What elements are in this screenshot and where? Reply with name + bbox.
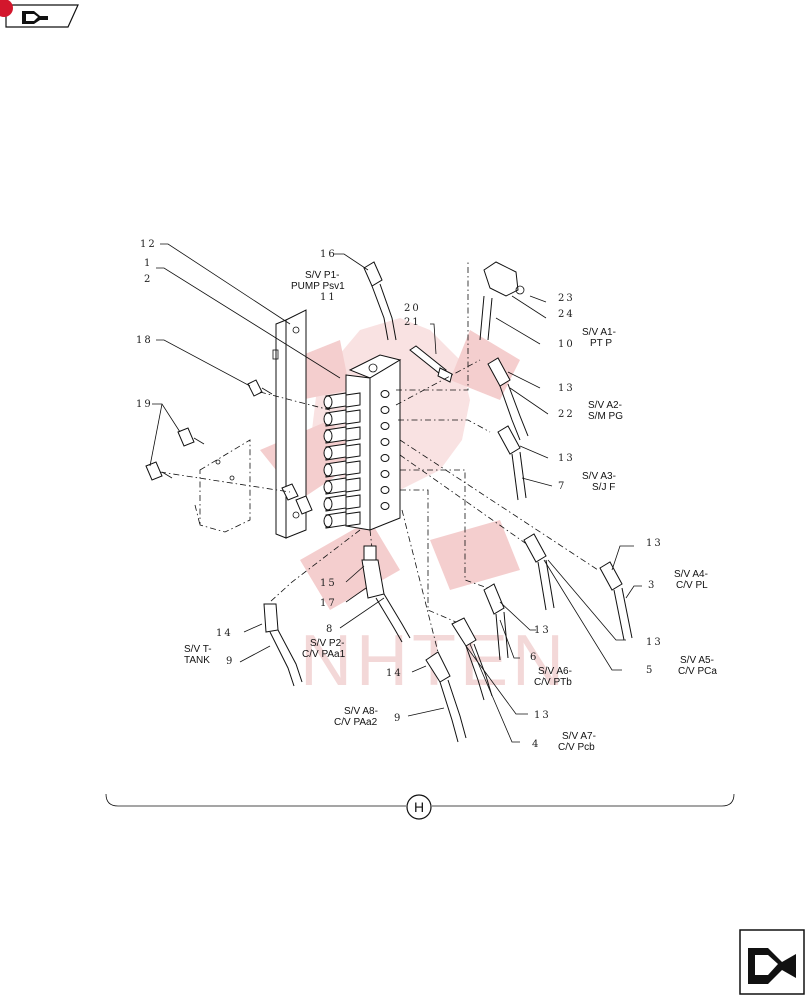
callout-23: 23 <box>558 293 575 304</box>
callout-11: 11 <box>320 292 337 303</box>
fitting-p1 <box>363 261 397 341</box>
label-a4-line2: C/V PL <box>676 580 708 591</box>
label-a7-line2: C/V Pcb <box>558 742 595 753</box>
bottom-nav-button[interactable] <box>739 929 805 995</box>
section-bracket: H <box>105 793 735 820</box>
manifold-port <box>380 454 390 462</box>
manifold-port <box>380 486 390 494</box>
callout-7: 7 <box>558 481 566 492</box>
manifold-port <box>380 390 390 398</box>
label-a2-line2: S/M PG <box>588 411 623 422</box>
mounting-bracket <box>272 309 307 539</box>
manifold-port <box>380 438 390 446</box>
callout-3: 3 <box>648 580 656 591</box>
fitting-a1 <box>479 261 525 341</box>
fitting-p2 <box>361 545 411 643</box>
solenoid-valve <box>323 392 361 410</box>
callout-19: 19 <box>136 399 153 410</box>
label-a8-line1: S/V A8- <box>344 706 378 717</box>
section-marker-letter: H <box>414 799 424 815</box>
label-p1-line2: PUMP Psv1 <box>291 281 345 292</box>
leader-lines <box>149 243 642 743</box>
fitting-a4 <box>599 561 633 641</box>
manifold-port <box>380 470 390 478</box>
fitting-a2 <box>487 357 529 441</box>
callout-16: 16 <box>320 249 337 260</box>
fitting-a8 <box>425 651 467 743</box>
solenoid-valve <box>323 511 361 529</box>
solenoid-valve <box>323 409 361 427</box>
fitting-t <box>263 603 303 687</box>
label-a1-line2: PT P <box>590 338 612 349</box>
solenoid-valve <box>323 494 361 512</box>
label-a1-line1: S/V A1- <box>582 327 616 338</box>
solenoid-valve-manifold <box>323 354 402 531</box>
back-arrow-icon <box>22 11 48 24</box>
callout-14-b: 14 <box>386 668 403 679</box>
callout-12: 12 <box>140 239 157 250</box>
solenoid-valve <box>323 477 361 495</box>
label-t-line1: S/V T- <box>184 644 212 655</box>
label-a6-line1: S/V A6- <box>538 666 572 677</box>
screws <box>145 379 313 515</box>
label-a8-line2: C/V PAa2 <box>334 717 378 728</box>
label-a4-line1: S/V A4- <box>674 569 708 580</box>
label-a3-line1: S/V A3- <box>582 471 616 482</box>
label-p2-line1: S/V P2- <box>310 638 344 649</box>
red-circle-badge <box>0 0 13 17</box>
callout-21: 21 <box>404 317 421 328</box>
callout-2: 2 <box>144 274 152 285</box>
callout-22: 22 <box>558 409 575 420</box>
callout-18: 18 <box>136 335 153 346</box>
manifold-port <box>380 422 390 430</box>
label-t-line2: TANK <box>184 655 210 666</box>
manifold-port <box>380 502 390 510</box>
callout-9-b: 9 <box>394 713 402 724</box>
callout-4: 4 <box>532 739 540 750</box>
callout-numbers: 12 1 2 18 19 16 11 20 21 23 24 10 13 22 … <box>136 239 663 750</box>
callout-13-f: 13 <box>534 710 551 721</box>
label-p1-line1: S/V P1- <box>305 270 339 281</box>
fitting-a3 <box>497 425 527 501</box>
solenoid-valve <box>323 460 361 478</box>
callout-13-e: 13 <box>534 625 551 636</box>
mounting-plate-dashed <box>194 439 251 533</box>
label-a3-line2: S/J F <box>592 482 615 493</box>
callout-13-b: 13 <box>558 453 575 464</box>
label-a5-line1: S/V A5- <box>680 655 714 666</box>
forward-arrow-icon <box>748 948 796 984</box>
callout-13-a: 13 <box>558 383 575 394</box>
fitting-a7 <box>451 617 493 701</box>
manifold-port <box>380 406 390 414</box>
callout-15: 15 <box>320 578 337 589</box>
fitting-a5 <box>523 533 555 611</box>
callout-5: 5 <box>646 665 654 676</box>
label-p2-line2: C/V PAa1 <box>302 649 346 660</box>
bolt <box>409 345 453 383</box>
label-a5-line2: C/V PCa <box>678 666 717 677</box>
callout-6: 6 <box>530 652 538 663</box>
callout-14-a: 14 <box>216 628 233 639</box>
callout-10: 10 <box>558 339 575 350</box>
top-nav-button[interactable] <box>5 4 79 28</box>
callout-24: 24 <box>558 309 575 320</box>
label-a2-line1: S/V A2- <box>588 400 622 411</box>
label-a7-line1: S/V A7- <box>562 731 596 742</box>
callout-20: 20 <box>404 303 421 314</box>
callout-8: 8 <box>326 624 334 635</box>
label-a6-line2: C/V PTb <box>534 677 572 688</box>
solenoid-valve <box>323 443 361 461</box>
callout-17: 17 <box>320 598 337 609</box>
connection-lines <box>159 262 599 661</box>
callout-9-a: 9 <box>226 656 234 667</box>
solenoid-valve <box>323 426 361 444</box>
callout-1: 1 <box>144 258 152 269</box>
callout-13-c: 13 <box>646 538 663 549</box>
section-marker-circle[interactable] <box>406 794 432 820</box>
callout-13-d: 13 <box>646 637 663 648</box>
fitting-a6 <box>483 583 509 661</box>
port-labels: S/V P1- PUMP Psv1 S/V A1- PT P S/V A2- S… <box>184 270 717 753</box>
